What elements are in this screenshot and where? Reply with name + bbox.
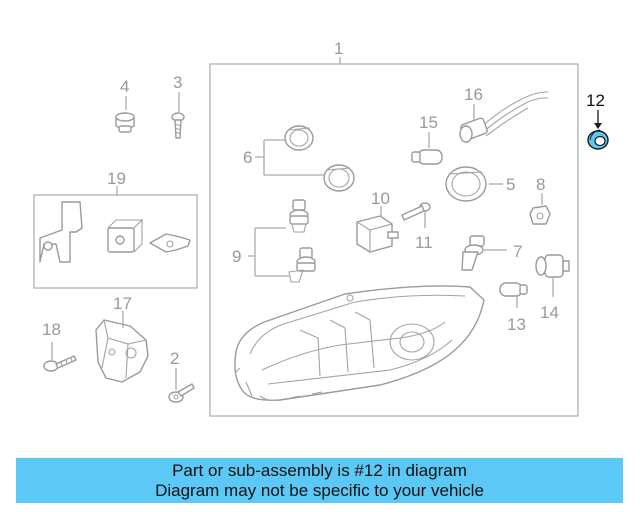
parts-diagram: 1 19 4 3 6 16 15 [33,39,609,417]
banner-line-disclaimer: Diagram may not be specific to your vehi… [155,480,484,500]
info-banner: Part or sub-assembly is #12 in diagram D… [16,458,623,503]
part-6-bulb-seals[interactable] [284,125,355,192]
callout-8[interactable]: 8 [536,175,545,194]
callout-6[interactable]: 6 [243,148,252,167]
part-5-seal-ring[interactable] [445,166,487,202]
part-19-bracket-kit[interactable] [39,201,191,263]
callout-9[interactable]: 9 [232,247,241,266]
callout-10[interactable]: 10 [371,189,390,208]
headlamp-assembly-frame [209,63,579,417]
callout-13[interactable]: 13 [507,315,526,334]
part-3-screw[interactable] [171,112,185,139]
part-13-wedge-bulb[interactable] [499,282,528,297]
part-18-screw[interactable] [43,355,77,372]
callout-7[interactable]: 7 [513,242,522,261]
part-2-screw[interactable] [168,383,195,403]
part-9-halogen-bulbs[interactable] [288,199,316,283]
callout-1[interactable]: 1 [334,39,343,58]
part-15-wedge-bulb[interactable] [411,149,443,165]
callout-5[interactable]: 5 [506,175,515,194]
part-4-grommet[interactable] [115,112,135,133]
part-16-socket-harness[interactable] [459,91,549,143]
callout-14[interactable]: 14 [540,303,559,322]
part-10-actuator[interactable] [356,215,399,253]
callout-12[interactable]: 12 [586,91,605,110]
callout-11[interactable]: 11 [415,233,433,252]
callout-4[interactable]: 4 [120,77,129,96]
callout-19[interactable]: 19 [107,169,126,188]
bracket-kit-frame [33,194,198,289]
part-8-clip[interactable] [529,205,551,225]
part-7-bulb[interactable] [461,235,485,271]
part-14-socket[interactable] [535,254,570,278]
headlamp-housing[interactable] [234,285,485,402]
callout-17[interactable]: 17 [113,294,132,313]
callout-3[interactable]: 3 [173,73,182,92]
part-12-nut-highlighted[interactable] [587,129,609,150]
callout-2[interactable]: 2 [170,349,179,368]
part-11-bolt[interactable] [401,202,431,221]
callout-15[interactable]: 15 [419,113,438,132]
callout-16[interactable]: 16 [464,85,483,104]
callout-18[interactable]: 18 [42,320,61,339]
banner-line-part-number: Part or sub-assembly is #12 in diagram [172,460,467,480]
part-17-bracket[interactable] [95,319,149,383]
